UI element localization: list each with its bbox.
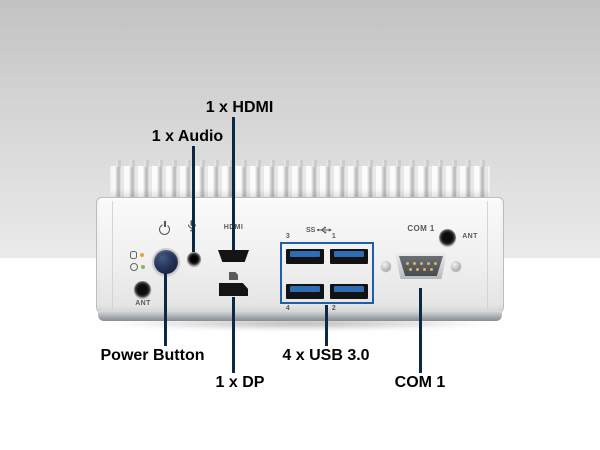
db9-screw-right xyxy=(451,261,461,271)
panel-seam-right xyxy=(487,201,488,309)
usb-port-number-2: 2 xyxy=(331,305,337,312)
db9-pin xyxy=(426,261,430,265)
hdd-led-dot xyxy=(140,253,144,257)
callout-label-usb: 4 x USB 3.0 xyxy=(282,347,370,364)
callout-line-hdmi xyxy=(232,117,235,250)
heatsink-fins xyxy=(110,160,490,198)
usb-tongue xyxy=(334,286,364,292)
power-led-indicator xyxy=(130,263,145,271)
db9-pin xyxy=(433,261,437,265)
hdd-icon xyxy=(130,251,137,259)
power-symbol-icon xyxy=(159,224,170,235)
callout-line-usb xyxy=(325,305,328,346)
usb-tongue xyxy=(290,286,320,292)
usb-tongue xyxy=(290,251,320,257)
usb-port-number-4: 4 xyxy=(285,305,291,312)
power-led-dot xyxy=(141,265,145,269)
usb-tongue xyxy=(334,251,364,257)
device-base xyxy=(98,311,502,321)
power-button xyxy=(154,250,178,274)
usb-port-number-3: 3 xyxy=(285,233,291,240)
audio-jack xyxy=(187,252,201,266)
callout-line-power-button xyxy=(164,273,167,346)
db9-pin xyxy=(430,267,433,271)
callout-label-com: COM 1 xyxy=(394,374,446,391)
db9-pin xyxy=(419,261,423,265)
usb3-ss-logo-text: SS xyxy=(306,226,316,234)
callout-line-dp xyxy=(232,297,235,373)
db9-pin xyxy=(412,261,416,265)
power-led-icon xyxy=(130,263,138,271)
hdmi-port xyxy=(218,250,249,262)
usb-port-number-1: 1 xyxy=(331,233,337,240)
com-print-label: COM 1 xyxy=(407,224,435,233)
db9-pin xyxy=(409,267,412,271)
db9-pin xyxy=(423,267,426,271)
antenna-hole-left xyxy=(134,281,151,298)
usb-port-1 xyxy=(330,249,368,264)
ant-left-print-label: ANT xyxy=(135,300,151,307)
hdd-led-indicator xyxy=(130,251,144,259)
ant-right-print-label: ANT xyxy=(462,233,478,240)
db9-pin-field xyxy=(399,256,443,276)
callout-label-power-button: Power Button xyxy=(100,347,205,364)
callout-label-audio: 1 x Audio xyxy=(151,128,224,145)
db9-pin xyxy=(416,267,419,271)
panel-seam-left xyxy=(112,201,113,309)
db9-pin-row-top xyxy=(399,261,443,265)
db9-pin-row-bottom xyxy=(399,267,443,271)
displayport-logo-icon xyxy=(229,272,238,280)
usb3-ss-logo: SS xyxy=(306,226,333,234)
callout-line-com xyxy=(419,288,422,373)
callout-line-audio xyxy=(192,146,195,252)
callout-label-hdmi: 1 x HDMI xyxy=(205,99,274,116)
usb-trident-icon xyxy=(317,226,333,234)
dp-port xyxy=(219,283,248,296)
usb-port-4 xyxy=(286,284,324,299)
antenna-hole-right xyxy=(439,229,456,246)
callout-label-dp: 1 x DP xyxy=(215,374,265,391)
usb-port-2 xyxy=(330,284,368,299)
db9-screw-left xyxy=(381,261,391,271)
usb-port-3 xyxy=(286,249,324,264)
usb-highlight-box xyxy=(280,242,374,304)
db9-pin xyxy=(405,261,409,265)
